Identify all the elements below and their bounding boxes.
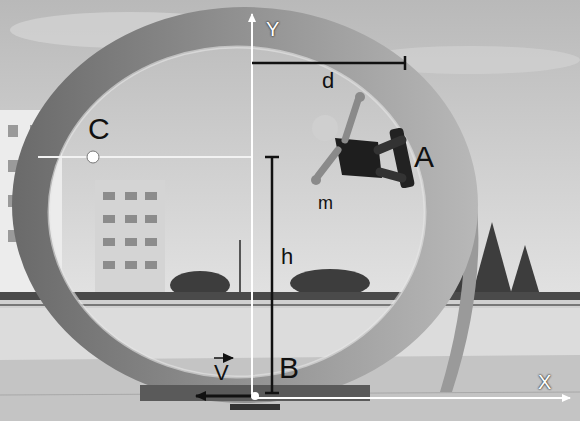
y-axis bbox=[251, 14, 253, 398]
point-label: C bbox=[88, 114, 110, 144]
vector-label: V bbox=[214, 362, 229, 384]
mass-label: m bbox=[318, 194, 333, 212]
dimension-label: h bbox=[281, 246, 293, 268]
axis-label: X bbox=[538, 372, 551, 392]
vector-sign bbox=[214, 357, 233, 359]
axis-label: Y bbox=[266, 19, 279, 39]
point-label: B bbox=[279, 353, 299, 383]
point-label: A bbox=[414, 142, 434, 172]
x-axis bbox=[252, 397, 570, 399]
point-dot bbox=[87, 151, 99, 163]
point-dot bbox=[251, 392, 259, 400]
dimension-d bbox=[252, 56, 405, 70]
dimension-label: d bbox=[322, 70, 334, 92]
velocity-arrow bbox=[196, 395, 252, 398]
skater bbox=[311, 92, 415, 189]
guide-line bbox=[38, 156, 252, 158]
dimension-h bbox=[265, 157, 279, 393]
